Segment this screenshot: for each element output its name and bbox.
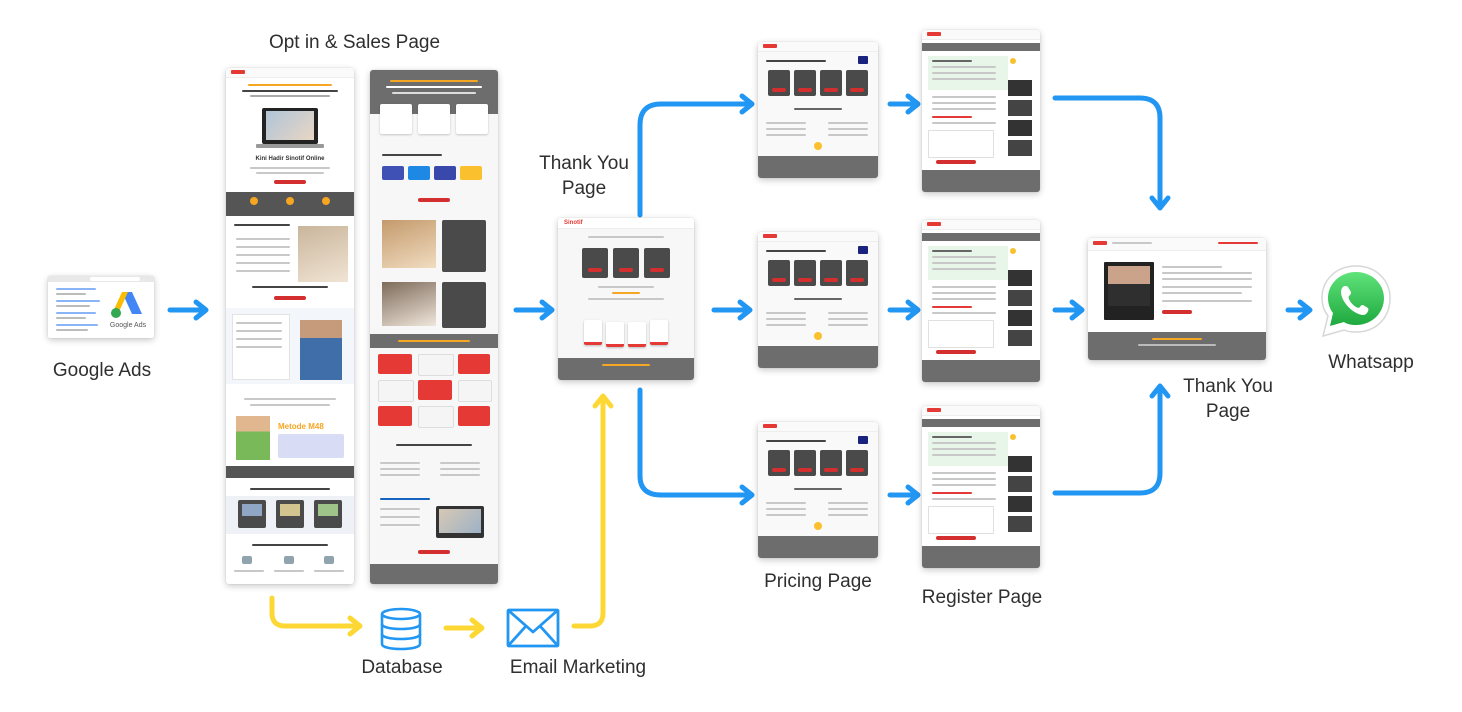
register-page-2-thumbnail [922, 220, 1040, 382]
register-page-label: Register Page [921, 587, 1043, 608]
thank-you-2-label: Thank You Page [1168, 374, 1288, 424]
pricing-page-2-thumbnail [758, 232, 878, 368]
thank-you-2-line1: Thank You [1183, 376, 1273, 397]
optin-method-title: Metode M48 [278, 422, 324, 431]
optin-page-thumbnail: Kini Hadir Sinotif Online Metode M48 [226, 68, 354, 584]
google-ads-label: Google Ads [52, 360, 152, 381]
thank-you-1-line1: Thank You [539, 153, 629, 174]
thankyou-1-thumbnail: Sinotif [558, 218, 694, 380]
database-icon [380, 607, 422, 651]
google-ads-logo-text: Google Ads [109, 322, 147, 329]
thank-you-1-line2: Page [561, 178, 607, 199]
google-ads-screenshot: Google Ads [48, 276, 154, 338]
pricing-page-3-thumbnail [758, 422, 878, 558]
database-label: Database [361, 657, 443, 678]
register-page-3-thumbnail [922, 406, 1040, 568]
brand-logo: Sinotif [564, 220, 583, 226]
thank-you-1-label: Thank You Page [524, 151, 644, 201]
pricing-page-label: Pricing Page [764, 571, 872, 592]
thank-you-2-line2: Page [1205, 401, 1251, 422]
arrow-optin-to-database [269, 595, 359, 629]
email-marketing-label: Email Marketing [509, 657, 647, 678]
register-page-1-thumbnail [922, 30, 1040, 192]
optin-hero-headline: Kini Hadir Sinotif Online [255, 156, 325, 162]
envelope-icon [506, 608, 560, 648]
arrow-thankyou-to-pricing-top [637, 101, 751, 218]
arrow-thankyou-to-pricing-bottom [637, 387, 751, 498]
optin-sales-label: Opt in & Sales Page [268, 32, 441, 53]
thankyou-2-thumbnail [1088, 238, 1266, 360]
pricing-page-1-thumbnail [758, 42, 878, 178]
arrow-email-to-thankyou [571, 397, 606, 629]
arrow-register-top-to-thankyou2 [1052, 95, 1163, 207]
google-ads-logo-icon [111, 292, 142, 318]
arrow-register-bottom-to-thankyou2 [1052, 387, 1163, 496]
whatsapp-logo-icon [1321, 265, 1391, 338]
sales-page-thumbnail [370, 70, 498, 584]
whatsapp-label: Whatsapp [1328, 352, 1414, 373]
